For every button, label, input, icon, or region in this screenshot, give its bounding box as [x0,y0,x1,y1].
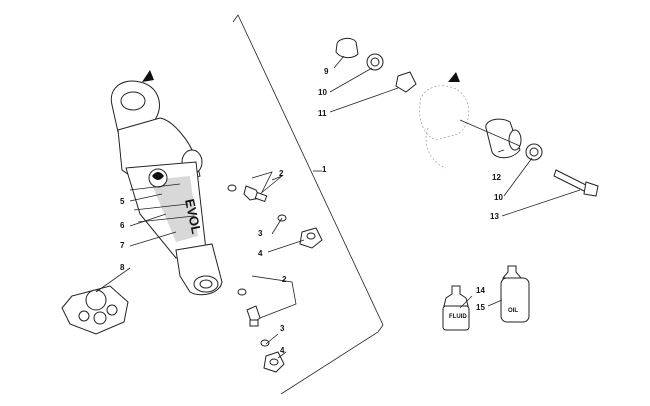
fluid-bottle: FLUID [442,285,470,331]
callout-14: 14 [476,286,485,295]
callout-12: 12 [492,173,501,182]
callout-3: 3 [258,229,263,238]
shock-absorber: EVOL [110,70,223,296]
oil-bottle-label: OIL [508,308,518,314]
orientation-arrow [142,70,154,82]
decal-sheet [61,285,129,335]
callout-8: 8 [120,263,125,272]
callout-3b: 3 [280,324,285,333]
callout-9: 9 [324,67,329,76]
lower-valve-set [237,288,285,373]
assembly-bracket [232,14,384,395]
callout-10: 10 [318,88,327,97]
leader-lines [95,55,581,359]
callout-15: 15 [476,303,485,312]
callout-2: 2 [279,169,284,178]
callout-13: 13 [490,212,499,221]
upper-valve-set [227,184,323,249]
callout-10b: 10 [494,193,503,202]
callout-5: 5 [120,197,125,206]
callout-7: 7 [120,241,125,250]
callout-1: 1 [322,165,327,174]
mounting-hardware [335,37,599,197]
callout-4: 4 [258,249,263,258]
callout-11: 11 [318,109,327,118]
callout-6: 6 [120,221,125,230]
mount-orientation-arrow [448,72,460,82]
callout-2b: 2 [282,275,287,284]
callout-labels: 1 2 3 4 5 6 7 8 9 10 11 12 13 14 15 2 3 … [120,67,503,355]
callout-4b: 4 [280,346,285,355]
fluid-bottle-label: FLUID [449,314,467,320]
oil-bottle: OIL [500,265,530,323]
